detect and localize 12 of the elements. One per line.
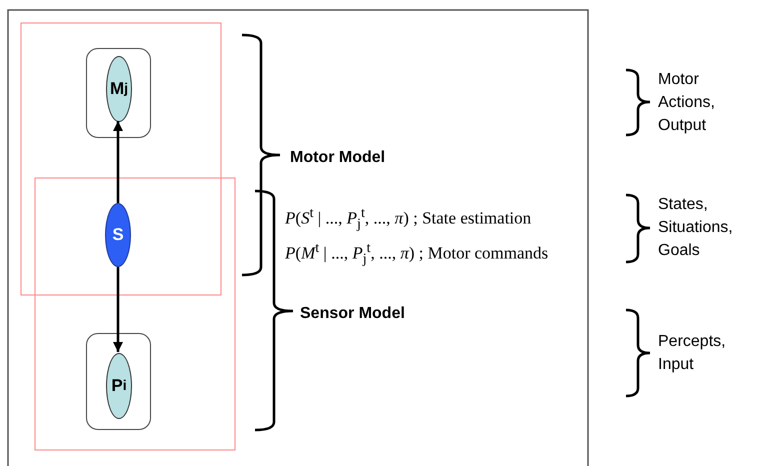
brace-label: Motor Actions, Output (658, 70, 716, 136)
variable-ellipse: S (105, 203, 131, 267)
brace-label: Percepts, Input (658, 332, 727, 376)
brace-label: Motor Model (290, 148, 386, 168)
brace-label: States, Situations, Goals (658, 195, 734, 262)
formula: P(S$^{t}$ | ..., P$_{j}$$^{t}$, ..., π) ; State estimation (285, 204, 532, 234)
node-frame (86, 48, 151, 138)
arrow (113, 121, 123, 203)
brace-label: Sensor Model (300, 304, 406, 324)
arrow (113, 267, 123, 352)
node-frame (86, 333, 151, 430)
formula: P(M$^{t}$ | ..., P$_{j}$$^{t}$, ..., π) ; Motor commands (285, 239, 550, 270)
